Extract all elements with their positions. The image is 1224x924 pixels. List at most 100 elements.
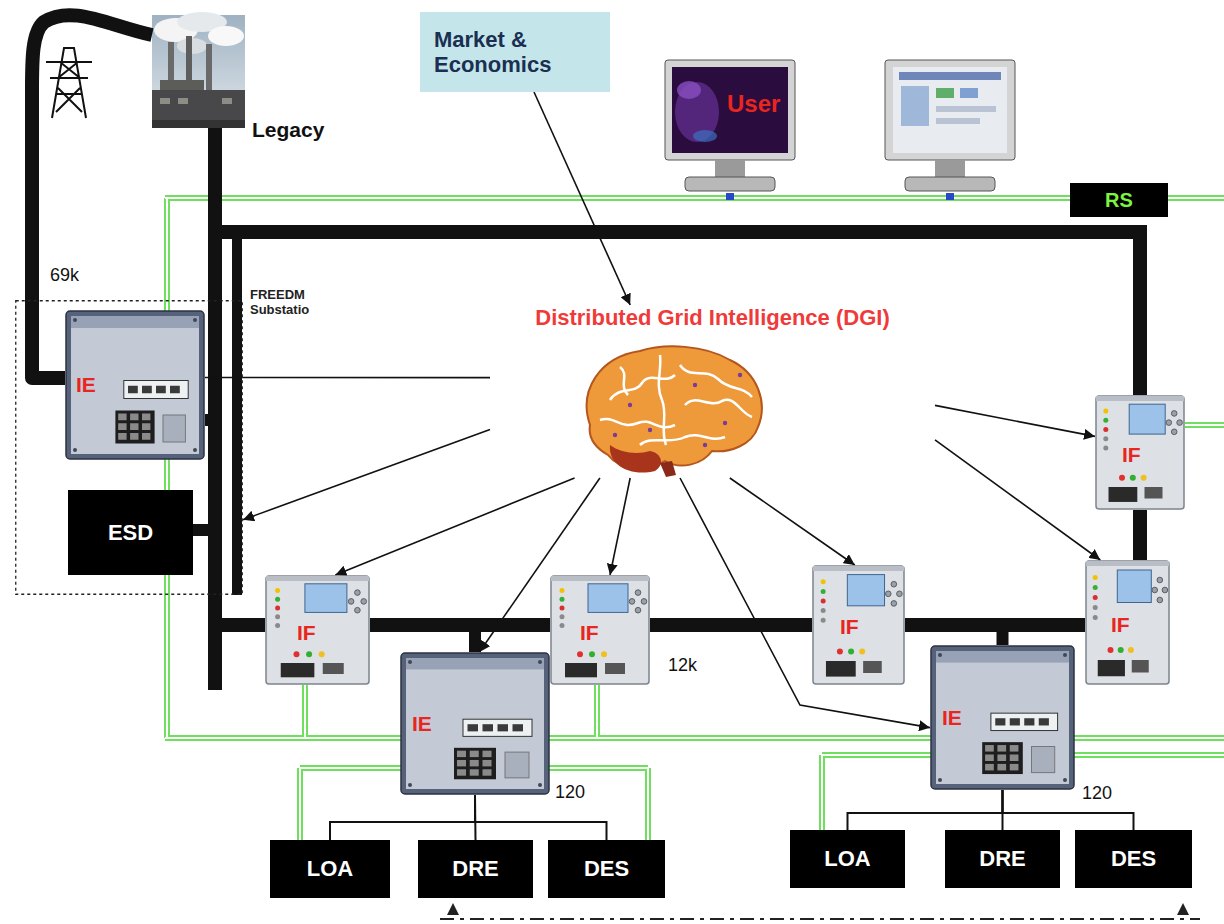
status-led [1103, 436, 1108, 441]
node-text: FREEDM Substatio [250, 288, 345, 318]
status-led [275, 588, 280, 593]
status-led [560, 606, 565, 611]
monitor-foot [685, 177, 775, 191]
power-plant [152, 12, 245, 128]
arrow-key [1177, 420, 1183, 426]
status-led [275, 623, 280, 628]
device-face [936, 651, 1069, 784]
device-strip [71, 316, 199, 328]
esd-box: ESD [68, 490, 193, 575]
arrow-key [1162, 587, 1168, 593]
plant-window [160, 98, 170, 104]
port [1132, 660, 1149, 673]
arrow-key [885, 591, 891, 597]
box-fill [270, 840, 390, 898]
lcd-segment [142, 386, 152, 394]
port [1145, 487, 1163, 499]
monitor-neck [935, 160, 965, 178]
brain-speckle [613, 433, 617, 437]
brain-stem [660, 461, 676, 477]
lcd-segment [128, 386, 138, 394]
indicator-dot [1118, 647, 1124, 653]
device-strip [936, 651, 1069, 663]
status-led [560, 614, 565, 619]
comm-line-gap [165, 198, 1224, 842]
control-arrow [935, 405, 1095, 436]
screen-glow [675, 82, 719, 142]
lcd-segment [513, 724, 524, 731]
market-box: Market & Economics [420, 12, 610, 92]
arrow-key [355, 590, 361, 596]
node-text: LOA [307, 856, 353, 881]
node-shape [665, 60, 795, 195]
keypad [1098, 660, 1125, 676]
if-device: IF [812, 565, 905, 685]
control-arrow [205, 377, 490, 379]
device-screw [73, 448, 77, 452]
voltage-label: 12k [668, 655, 697, 676]
user-monitor: User [665, 60, 795, 195]
keypad [982, 742, 1023, 774]
keypad-key [130, 414, 138, 421]
keypad-key [997, 745, 1006, 752]
keypad-key [997, 764, 1006, 771]
device-plate [163, 415, 185, 442]
control-arrow [534, 92, 630, 305]
indicator-dot [1141, 475, 1147, 481]
control-arrow [935, 440, 1100, 560]
device-body [401, 653, 549, 794]
screen-panel [936, 88, 954, 98]
arrow-key [1166, 420, 1172, 426]
node-text: IF [1111, 613, 1130, 637]
if-device: IF [550, 575, 650, 685]
keypad [826, 661, 856, 677]
status-led [821, 579, 826, 584]
node-text: IF [580, 621, 599, 645]
lcd-screen [588, 584, 628, 613]
control-arrow [730, 478, 855, 565]
monitor-frame [885, 60, 1015, 160]
keypad-key [142, 414, 150, 421]
lcd-segment [1024, 718, 1034, 725]
small-arrowhead [447, 903, 459, 915]
device-screw [938, 778, 942, 782]
node-text: IF [840, 615, 859, 639]
keypad-key [142, 423, 150, 430]
node-text: User [727, 90, 780, 118]
if-device: IF [1085, 560, 1170, 685]
brain-speckle [693, 383, 697, 387]
keypad [115, 411, 154, 444]
device-plate [1032, 747, 1055, 773]
control-arrow [1003, 790, 1134, 830]
device-plate [505, 752, 529, 778]
status-led [1103, 409, 1108, 414]
device-screw [938, 653, 942, 657]
lcd-segment [1039, 718, 1049, 725]
control-arrow [475, 795, 607, 840]
node-text: Market & Economics [434, 27, 599, 78]
node-shape [490, 305, 935, 478]
device-strip [406, 658, 544, 669]
dashed-line [440, 918, 1200, 920]
indicator-dot [306, 651, 312, 657]
device-face [71, 316, 199, 454]
keypad [565, 663, 597, 677]
device-body [551, 576, 649, 684]
arrow-key [1171, 429, 1177, 435]
keypad-key [142, 433, 150, 440]
control-arrow [680, 478, 930, 728]
status-led [275, 597, 280, 602]
screen-panel [901, 86, 929, 126]
arrow-key [891, 601, 897, 607]
lcd-screen [305, 584, 347, 613]
port [863, 661, 882, 673]
brain-cerebellum [610, 445, 661, 473]
device-screw [538, 660, 542, 664]
comm-line [165, 198, 1224, 842]
renewable-box: DRE [418, 840, 533, 898]
indicator-dot [1128, 647, 1134, 653]
if-device: IF [1095, 395, 1185, 510]
keypad-key [470, 769, 479, 775]
substation-region: FREEDM SubstatioIEESD [15, 300, 243, 595]
